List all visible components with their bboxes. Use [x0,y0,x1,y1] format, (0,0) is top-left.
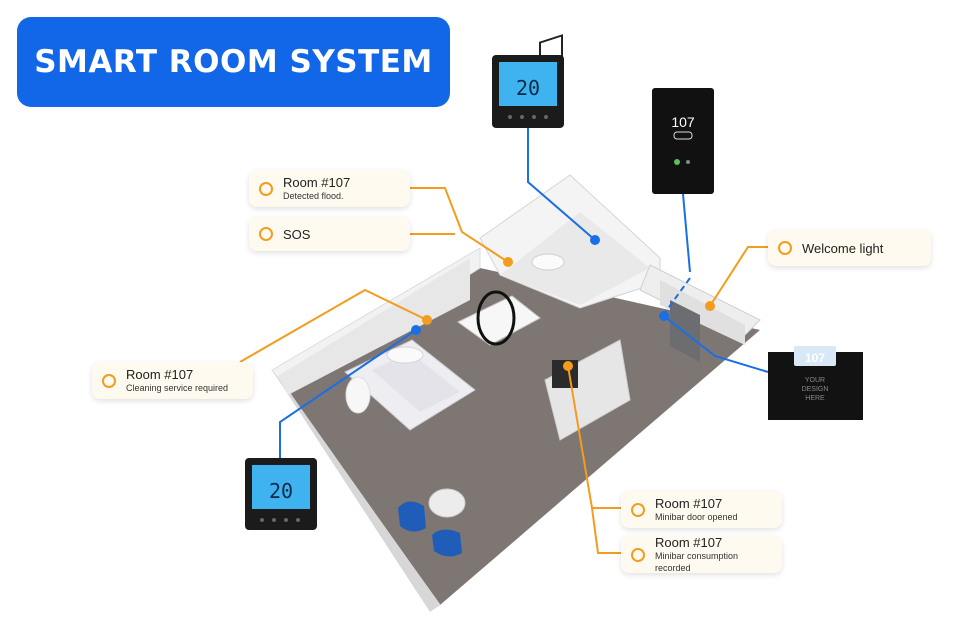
dot-thermo-bottom [411,325,421,335]
door-sign-room: 107 [805,351,825,365]
callout-ring-icon [631,502,645,517]
door-sign-line3: HERE [805,395,825,402]
callout-ring-icon [631,547,645,562]
door-sign-line2: DESIGN [802,386,829,393]
coffee-table [428,488,466,518]
door-sign: 107 YOUR DESIGN HERE [768,346,863,420]
callout-minibar-consumption: Room #107 Minibar consumption recorded [621,535,782,573]
line-minibar-2 [591,507,622,554]
callout-minibar-consumption-title: Room #107 [655,535,723,550]
callout-sos: SOS [249,217,410,251]
callout-ring-icon [259,227,273,241]
mirror [476,290,516,346]
callout-ring-icon [259,181,273,196]
page-title: SMART ROOM SYSTEM [34,44,433,80]
callout-minibar-door: Room #107 Minibar door opened [621,491,782,528]
dot-cleaning [422,315,432,325]
door-sign-line1: YOUR [805,377,825,384]
lamp [345,376,371,414]
partition-wall [544,339,631,441]
room-door [670,300,700,362]
dot-door [659,311,669,321]
callout-cleaning-title: Room #107 [126,367,194,382]
desk [457,295,541,346]
callout-cleaning-detail: Cleaning service required [126,383,229,393]
callout-sos-title: SOS [283,226,311,242]
line-cleaning [239,288,428,363]
wall-left-face [272,370,440,612]
armchair-2 [432,529,462,557]
line-welcome [709,246,768,307]
dot-welcome [705,301,715,311]
line-thermo-top [527,128,596,241]
wall-back [278,258,470,395]
callout-welcome: Welcome light [768,230,931,266]
door-panel-room: 107 [671,114,695,130]
thermostat-bottom: 20 [245,458,317,530]
callout-ring-icon [102,373,116,388]
thermostat-bottom-temp: 20 [269,479,293,503]
callout-flood-title: Room #107 [283,175,351,190]
line-door-panel [682,193,691,273]
armchair-1 [398,501,426,532]
dot-flood [503,257,513,267]
line-thermo-bottom [279,329,417,458]
callout-cleaning: Room #107 Cleaning service required [92,362,253,399]
callout-flood-detail: Detected flood. [283,191,344,201]
callout-welcome-title: Welcome light [802,240,884,256]
callout-minibar-consumption-detail: Minibar consumption recorded [655,551,739,573]
wall-right-inner [660,280,745,345]
title-badge: SMART ROOM SYSTEM [17,17,450,107]
thermostat-top: 20 [492,55,564,128]
callout-minibar-door-title: Room #107 [655,496,723,511]
door-panel: 107 [652,88,714,194]
callout-ring-icon [778,241,792,255]
line-door-sign [663,315,769,373]
bathroom-floor [500,212,650,305]
dot-minibar [563,361,573,371]
callout-flood: Room #107 Detected flood. [249,170,410,207]
sink [531,253,565,271]
line-door-panel-dashed [663,277,691,315]
line-flood [410,187,509,263]
callout-minibar-door-detail: Minibar door opened [655,512,738,522]
bed-spread [372,352,460,412]
dot-thermo-top [590,235,600,245]
pillow [386,346,424,364]
thermostat-top-temp: 20 [516,76,540,100]
